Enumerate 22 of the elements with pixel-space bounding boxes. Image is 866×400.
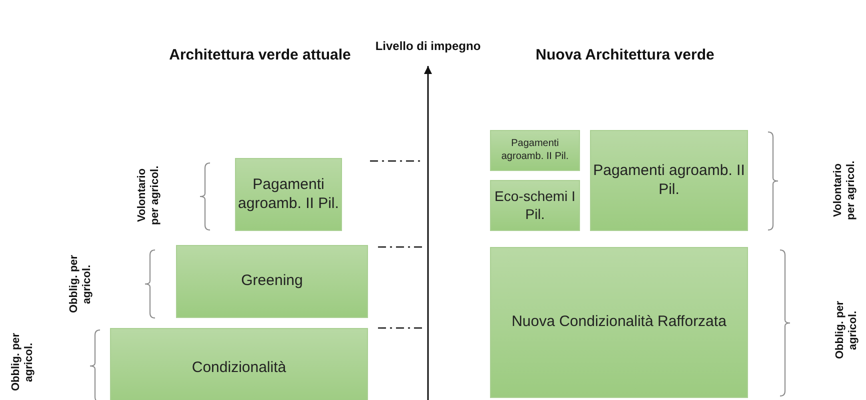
bracket-label: Obblig. per agricol. xyxy=(834,300,860,361)
box-text: Pagamenti agroamb. II Pil. xyxy=(592,162,746,200)
scheme-box xyxy=(490,130,580,171)
bracket-label: Volontario per agricol. xyxy=(136,164,162,226)
scheme-box xyxy=(490,180,580,231)
bracket-label: Volontario per agricol. xyxy=(832,159,858,221)
scheme-box xyxy=(176,245,368,318)
scheme-box xyxy=(590,130,748,231)
box-text: Pagamenti agroamb. II Pil. xyxy=(500,138,570,163)
scheme-box xyxy=(235,158,342,231)
axis-label: Livello di impegno xyxy=(375,39,481,53)
scheme-box xyxy=(490,247,748,398)
column-heading: Architettura verde attuale xyxy=(169,46,351,64)
scheme-box xyxy=(110,328,368,400)
column-heading: Nuova Architettura verde xyxy=(536,46,714,64)
bracket-label: Obblig. per agricol. xyxy=(10,332,36,393)
box-text: Nuova Condizionalità Rafforzata xyxy=(510,313,728,332)
bracket-label: Obblig. per agricol. xyxy=(68,254,94,315)
box-text: Pagamenti agroamb. II Pil. xyxy=(237,176,340,214)
box-text: Condizionalità xyxy=(190,358,288,378)
box-text: Eco-schemi I Pil. xyxy=(494,188,576,223)
box-text: Greening xyxy=(240,272,304,291)
